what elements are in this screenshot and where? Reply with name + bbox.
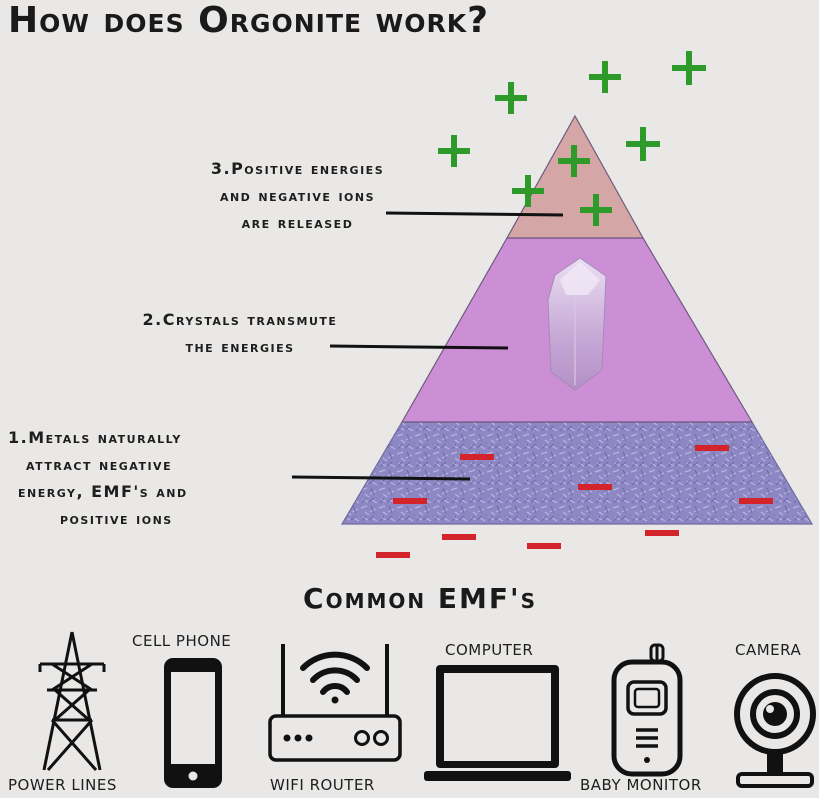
plus-icon xyxy=(672,51,706,85)
label-wifi-router: WIFI ROUTER xyxy=(270,776,375,794)
power-tower-icon xyxy=(38,631,106,771)
step1-line4: positive ions xyxy=(60,509,173,528)
plus-icon xyxy=(558,145,590,177)
phone-icon xyxy=(164,658,222,788)
step3-line2: and negative ions xyxy=(219,186,376,205)
label-cell-phone: CELL PHONE xyxy=(132,632,232,650)
label-computer: COMPUTER xyxy=(445,641,534,659)
router-icon xyxy=(268,644,402,762)
plus-icon xyxy=(512,175,544,207)
step2-line2: the energies xyxy=(185,337,295,356)
leader-line-step1 xyxy=(291,475,471,481)
emf-heading: Common EMF's xyxy=(303,582,537,615)
positive-symbols xyxy=(438,51,706,226)
laptop-icon xyxy=(424,665,571,781)
step1-label: 1.Metals naturally attract negative ener… xyxy=(8,424,308,532)
plus-icon xyxy=(580,194,612,226)
negative-symbols xyxy=(376,445,773,558)
plus-icon xyxy=(589,61,621,93)
baby-monitor-icon xyxy=(611,643,683,777)
label-baby-monitor: BABY MONITOR xyxy=(580,776,702,794)
pyramid-bottom-layer xyxy=(340,421,814,525)
step3-label: 3.Positive energies and negative ions ar… xyxy=(150,155,445,236)
plus-icon xyxy=(626,127,660,161)
step3-line3: are released xyxy=(241,213,354,232)
webcam-icon xyxy=(734,673,816,788)
step1-line2: attract negative xyxy=(26,455,173,474)
page-title: How does Orgonite work? xyxy=(8,0,489,41)
label-camera: CAMERA xyxy=(735,641,802,659)
crystal-icon xyxy=(547,257,607,391)
plus-icon xyxy=(495,82,527,114)
step2-label: 2.Crystals transmute the energies xyxy=(85,306,395,360)
plus-icon xyxy=(438,135,470,167)
step2-line1: 2.Crystals transmute xyxy=(142,310,338,329)
step1-line3: energy, EMF's and xyxy=(18,482,188,501)
leader-line-step3 xyxy=(385,211,564,217)
step1-line1: 1.Metals naturally xyxy=(8,428,182,447)
step3-line1: 3.Positive energies xyxy=(210,159,385,178)
leader-line-step2 xyxy=(329,344,509,350)
label-power-lines: POWER LINES xyxy=(8,776,117,794)
